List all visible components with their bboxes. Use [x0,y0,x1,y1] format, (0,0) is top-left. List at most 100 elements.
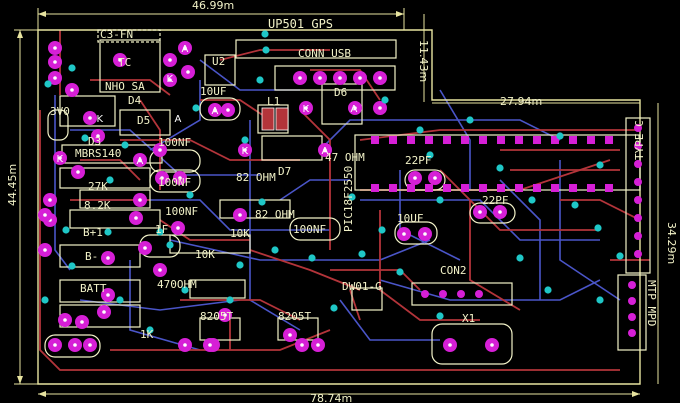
pad-drill [498,210,502,214]
pad-drill [433,176,437,180]
header-pad [569,184,577,192]
via [378,226,386,234]
label-dw01: DW01-G [342,280,382,293]
label-10uf-a: 10UF [200,85,227,98]
typec-pad [634,232,642,240]
via [121,141,129,149]
pad-drill [88,343,92,347]
via [262,46,270,54]
pad-drill [58,156,62,160]
pad-drill [43,213,47,217]
via [596,161,604,169]
typec-pad [634,196,642,204]
header-pad [479,184,487,192]
pad-drill [168,78,172,82]
mtp-pad [628,313,636,321]
pad-drill [318,76,322,80]
label-d4: D4 [128,94,142,107]
con2-pad [457,290,465,298]
label-47ohm: 47 OHM [325,151,365,164]
pad-drill [183,343,187,347]
pad-drill [80,320,84,324]
label-tc: TC [118,56,131,69]
header-pad [425,184,433,192]
dim-left-height: 44.45m [6,164,19,206]
pad-drill [158,268,162,272]
pad-drill [208,343,212,347]
pad-drill [138,158,142,162]
label-27k: 27K [88,180,108,193]
dim-right-top-height: 11.43m [417,40,430,82]
typec-pad [634,178,642,186]
header-pad [551,184,559,192]
pad-drill [338,76,342,80]
label-con2: CON2 [440,264,467,277]
pad-drill [143,246,147,250]
via [192,104,200,112]
typec-pad [634,160,642,168]
polarity-mark: K [242,146,249,157]
label-bm: B- [85,250,98,263]
pad-drill [316,343,320,347]
header-pad [515,136,523,144]
pad-drill [178,176,182,180]
header-pad [425,136,433,144]
via [436,312,444,320]
polarity-mark: A [212,106,219,117]
label-1f: 1F [155,223,168,236]
via [44,80,52,88]
via [186,191,194,199]
label-3v0: 3V0 [50,105,70,118]
via [81,134,89,142]
label-bp1: B+1 [83,226,103,239]
label-d5: D5 [137,114,150,127]
typec-pad [634,250,642,258]
via [516,254,524,262]
via [596,296,604,304]
via [106,176,114,184]
header-pad [497,136,505,144]
via [528,196,536,204]
via [496,164,504,172]
via [308,254,316,262]
pad-drill [138,198,142,202]
header-pad [443,184,451,192]
pad-drill [106,256,110,260]
polarity-mark: A [137,156,144,167]
polarity-mark: K [303,104,310,115]
label-d6: D6 [334,86,347,99]
via [156,228,164,236]
header-pad [443,136,451,144]
via [544,286,552,294]
label-10k-a: 10K [230,227,250,240]
pad-drill [238,213,242,217]
label-82k: 8.2K [84,199,111,212]
label-typec: TYPE C [633,120,646,160]
pad-drill [158,148,162,152]
via [104,228,112,236]
label-470ohm: 470OHM [157,278,197,291]
label-1k: 1K [140,328,154,341]
header-pad [605,136,613,144]
polarity-mark: A [322,146,329,157]
via [381,96,389,104]
label-c3: C3-FN [100,28,133,41]
header-pad [587,136,595,144]
pad-drill [300,343,304,347]
via [68,262,76,270]
via [348,193,356,201]
via [616,252,624,260]
label-8205-b: 8205T [278,310,311,323]
label-mtp: MTP MPD [645,280,658,326]
header-pad [569,136,577,144]
pad-drill [70,88,74,92]
label-mbr: MBRS140 [75,147,121,160]
polarity-mark: K [57,154,64,165]
label-22pf-a: 22PF [405,154,432,167]
label-conusb: CONN USB [298,47,351,60]
pad-drill [186,70,190,74]
polarity-mark: A [182,44,189,55]
pad-drill [53,60,57,64]
